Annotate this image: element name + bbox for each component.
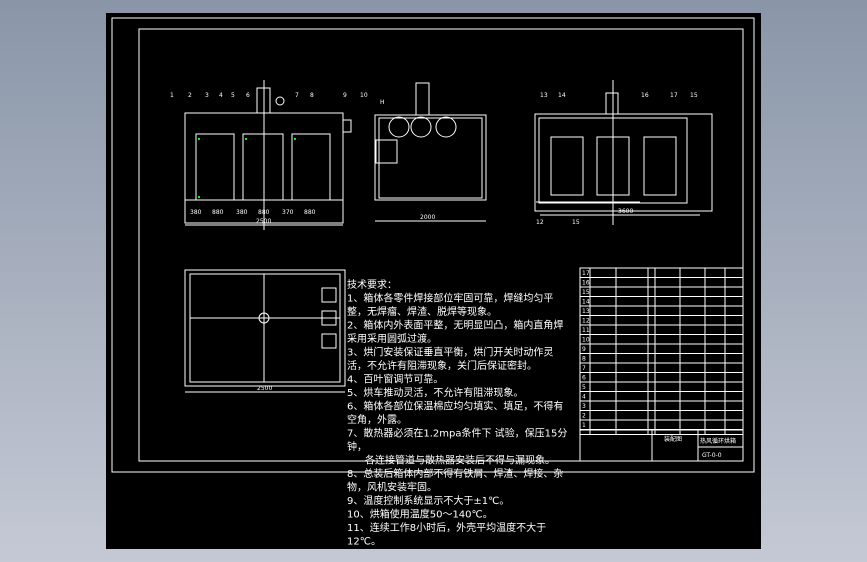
- requirement-line: 物，风机安装牢固。: [347, 481, 437, 494]
- title-block: 装配图 热风循环烘箱 GT-0-0: [579, 429, 744, 462]
- requirement-line: 采用采用圆弧过渡。: [347, 332, 437, 345]
- rear-view: 3600 13 14 16 17 15 12 15: [534, 80, 713, 226]
- callout: 15: [690, 92, 698, 99]
- dimension: 370: [282, 209, 294, 216]
- callout: 12: [536, 219, 544, 226]
- requirement-line: 整，无焊瘤、焊渣、脱焊等现象。: [347, 305, 497, 318]
- requirement-line: 3、烘门安装保证垂直平衡，烘门开关时动作灵: [347, 346, 553, 359]
- drawing-canvas: 380 880 380 880 370 880 2500 1 2 3 4 5 6…: [111, 17, 755, 548]
- requirement-line: 11、连续工作8小时后，外壳平均温度不大于: [347, 521, 546, 534]
- dimension: 880: [304, 209, 316, 216]
- callout: 7: [295, 92, 299, 99]
- requirement-line: 各连接管道与散热器安装后不得与漏现象。: [365, 454, 555, 467]
- overall-dimension: 2500: [257, 385, 272, 392]
- bom-row-number: 11: [582, 327, 590, 334]
- bom-row-number: 14: [582, 299, 590, 306]
- bom-row-number: 10: [582, 337, 590, 344]
- bom-row-number: 12: [582, 318, 590, 325]
- bom-row-number: 8: [582, 356, 586, 363]
- drawing-name: 装配图: [664, 435, 682, 443]
- requirement-line: 7、散热器必须在1.2mpa条件下 试验，保压15分: [347, 427, 567, 440]
- bom-row-number: 16: [582, 280, 590, 287]
- bom-row-number: 13: [582, 308, 590, 315]
- cad-drawing-sheet: 380 880 380 880 370 880 2500 1 2 3 4 5 6…: [106, 13, 761, 549]
- callout: 2: [188, 92, 192, 99]
- requirement-line: 6、箱体各部位保温棉应均匀填实、填足，不得有: [347, 400, 563, 413]
- requirement-line: 1、箱体各零件焊接部位牢固可靠，焊缝均匀平: [347, 292, 553, 305]
- requirement-line: 4、百叶窗调节可靠。: [347, 373, 443, 386]
- bom-row-number: 9: [582, 346, 586, 353]
- bom-row-number: 3: [582, 403, 586, 410]
- dimension: 380: [236, 209, 248, 216]
- callout: 3: [205, 92, 209, 99]
- bom-row-number: 5: [582, 384, 586, 391]
- callout: 8: [310, 92, 314, 99]
- front-view: 380 880 380 880 370 880 2500 1 2 3 4 5 6…: [170, 80, 368, 230]
- bom-row-number: 7: [582, 365, 586, 372]
- requirement-line: 2、箱体内外表面平整，无明显凹凸，箱内直角焊: [347, 319, 563, 332]
- side-view: 2000 H: [374, 82, 487, 222]
- section-label: H: [380, 99, 385, 106]
- bill-of-materials: 17 16 15 14 13 12 11 10 9 8 7 6 5 4 3 2 1: [579, 267, 744, 435]
- requirement-line: 空角，外露。: [347, 413, 407, 426]
- bom-row-number: 1: [582, 422, 586, 429]
- bom-row-number: 15: [582, 289, 590, 296]
- dimension: 380: [190, 209, 202, 216]
- callout: 17: [670, 92, 678, 99]
- product-name: 热风循环烘箱: [700, 437, 736, 445]
- plan-view: 2500: [184, 269, 346, 393]
- inner-frame: [138, 28, 744, 462]
- dimension: 880: [258, 209, 270, 216]
- overall-dimension: 3600: [618, 208, 633, 215]
- callout: 4: [219, 92, 223, 99]
- drawing-code: GT-0-0: [702, 452, 722, 459]
- overall-dimension: 2500: [256, 218, 271, 225]
- requirement-line: 10、烘箱使用温度50～140℃。: [347, 508, 493, 521]
- dimension: 880: [212, 209, 224, 216]
- callout: 15: [572, 219, 580, 226]
- callout: 5: [231, 92, 235, 99]
- callout: 14: [558, 92, 566, 99]
- callout: 9: [343, 92, 347, 99]
- requirement-line: 5、烘车推动灵活，不允许有阻滞现象。: [347, 386, 523, 399]
- callout: 16: [641, 92, 649, 99]
- technical-requirements: 技术要求： 1、箱体各零件焊接部位牢固可靠，焊缝均匀平整，无焊瘤、焊渣、脱焊等现…: [347, 278, 567, 548]
- bom-row-number: 2: [582, 413, 586, 420]
- requirement-line: 钟，: [347, 440, 367, 453]
- callout: 10: [360, 92, 368, 99]
- outer-frame: [111, 17, 755, 473]
- callout: 1: [170, 92, 174, 99]
- callout: 6: [246, 92, 250, 99]
- requirement-line: 活，不允许有阻滞现象，关门后保证密封。: [347, 359, 537, 372]
- overall-dimension: 2000: [420, 214, 435, 221]
- requirements-title: 技术要求：: [347, 278, 397, 291]
- bom-row-number: 6: [582, 375, 586, 382]
- requirement-line: 8、总装后箱体内部不得有铁屑、焊渣、焊接、杂: [347, 467, 563, 480]
- bom-row-number: 17: [582, 270, 590, 277]
- bom-row-number: 4: [582, 394, 586, 401]
- requirement-line: 12℃。: [347, 537, 381, 548]
- requirement-line: 9、温度控制系统显示不大于±1℃。: [347, 494, 509, 507]
- callout: 13: [540, 92, 548, 99]
